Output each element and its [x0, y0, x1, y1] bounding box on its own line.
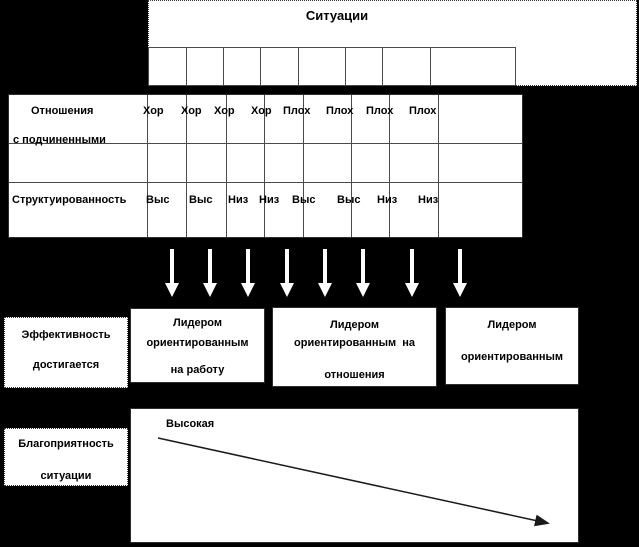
down-arrow-icon: [453, 249, 467, 297]
down-arrow-icon: [165, 249, 179, 297]
situation-cell: [298, 47, 346, 86]
relations-value: Хор: [143, 105, 164, 117]
situation-cells-row: [148, 47, 523, 86]
structure-value: Низ: [418, 194, 439, 206]
situation-cell: [382, 47, 431, 86]
leader-box-line3: отношения: [324, 369, 385, 381]
effectiveness-label-box: Эффективность достигается: [4, 317, 128, 388]
table-divider: [438, 95, 439, 237]
leader-box-line1: Лидером: [329, 319, 379, 331]
structure-value: Низ: [377, 194, 398, 206]
down-arrow-icon: [280, 249, 294, 297]
favorability-label-box: Благоприятность ситуации: [4, 428, 128, 486]
situation-cell: [345, 47, 383, 86]
leader-box-line1: Лидером: [172, 317, 222, 329]
table-divider: [9, 143, 522, 144]
relations-value: Плох: [409, 105, 437, 117]
relations-value: Хор: [251, 105, 272, 117]
situation-cell: [260, 47, 299, 86]
table-divider: [264, 95, 265, 237]
structure-label: Структуированность: [12, 194, 127, 206]
down-arrow-icon: [405, 249, 419, 297]
relations-label-line2: с подчиненными: [13, 134, 106, 146]
situations-title: Ситуации: [305, 8, 369, 23]
table-divider: [303, 95, 304, 237]
table-divider: [147, 95, 148, 237]
structure-value: Выс: [189, 194, 213, 206]
relations-value: Хор: [181, 105, 202, 117]
relations-value: Плох: [326, 105, 354, 117]
leader-box-third: Лидером ориентированным: [445, 307, 579, 385]
structure-value: Выс: [146, 194, 170, 206]
leader-box-line2: ориентированным на: [294, 337, 415, 349]
table-divider: [351, 95, 352, 237]
table-divider: [226, 95, 227, 237]
relations-value: Плох: [366, 105, 394, 117]
down-arrow-icon: [356, 249, 370, 297]
situation-cell: [186, 47, 224, 86]
relations-label-line1: Отношения: [31, 105, 94, 117]
structure-value: Выс: [292, 194, 316, 206]
leader-box-relations: Лидером ориентированным на отношения: [272, 307, 437, 387]
factors-table: Отношения с подчиненными Структуированно…: [8, 94, 523, 238]
table-divider: [186, 95, 187, 237]
relations-value: Плох: [283, 105, 311, 117]
leader-box-line3: на работу: [170, 364, 225, 376]
table-divider: [9, 182, 522, 183]
structure-value: Низ: [228, 194, 249, 206]
down-arrow-icon: [318, 249, 332, 297]
table-divider: [389, 95, 390, 237]
favorability-chart-box: Высокая: [130, 408, 579, 543]
effectiveness-label-line1: Эффективность: [21, 329, 111, 341]
favorability-high-label: Высокая: [166, 418, 215, 430]
structure-value: Выс: [337, 194, 361, 206]
down-arrow-icon: [203, 249, 217, 297]
down-arrow-icon: [241, 249, 255, 297]
favorability-label-line1: Благоприятность: [18, 438, 114, 450]
situation-cell: [430, 47, 516, 86]
situation-cell: [148, 47, 187, 86]
situation-cell: [223, 47, 261, 86]
leader-box-line2: ориентированным: [146, 337, 249, 349]
relations-value: Хор: [214, 105, 235, 117]
effectiveness-label-line2: достигается: [32, 359, 100, 371]
structure-value: Низ: [259, 194, 280, 206]
leader-box-line2: ориентированным: [460, 351, 564, 363]
favorability-label-line2: ситуации: [40, 470, 92, 482]
declining-arrow-icon: [157, 437, 550, 527]
leader-box-line1: Лидером: [487, 319, 537, 331]
leader-box-work: Лидером ориентированным на работу: [130, 308, 265, 383]
